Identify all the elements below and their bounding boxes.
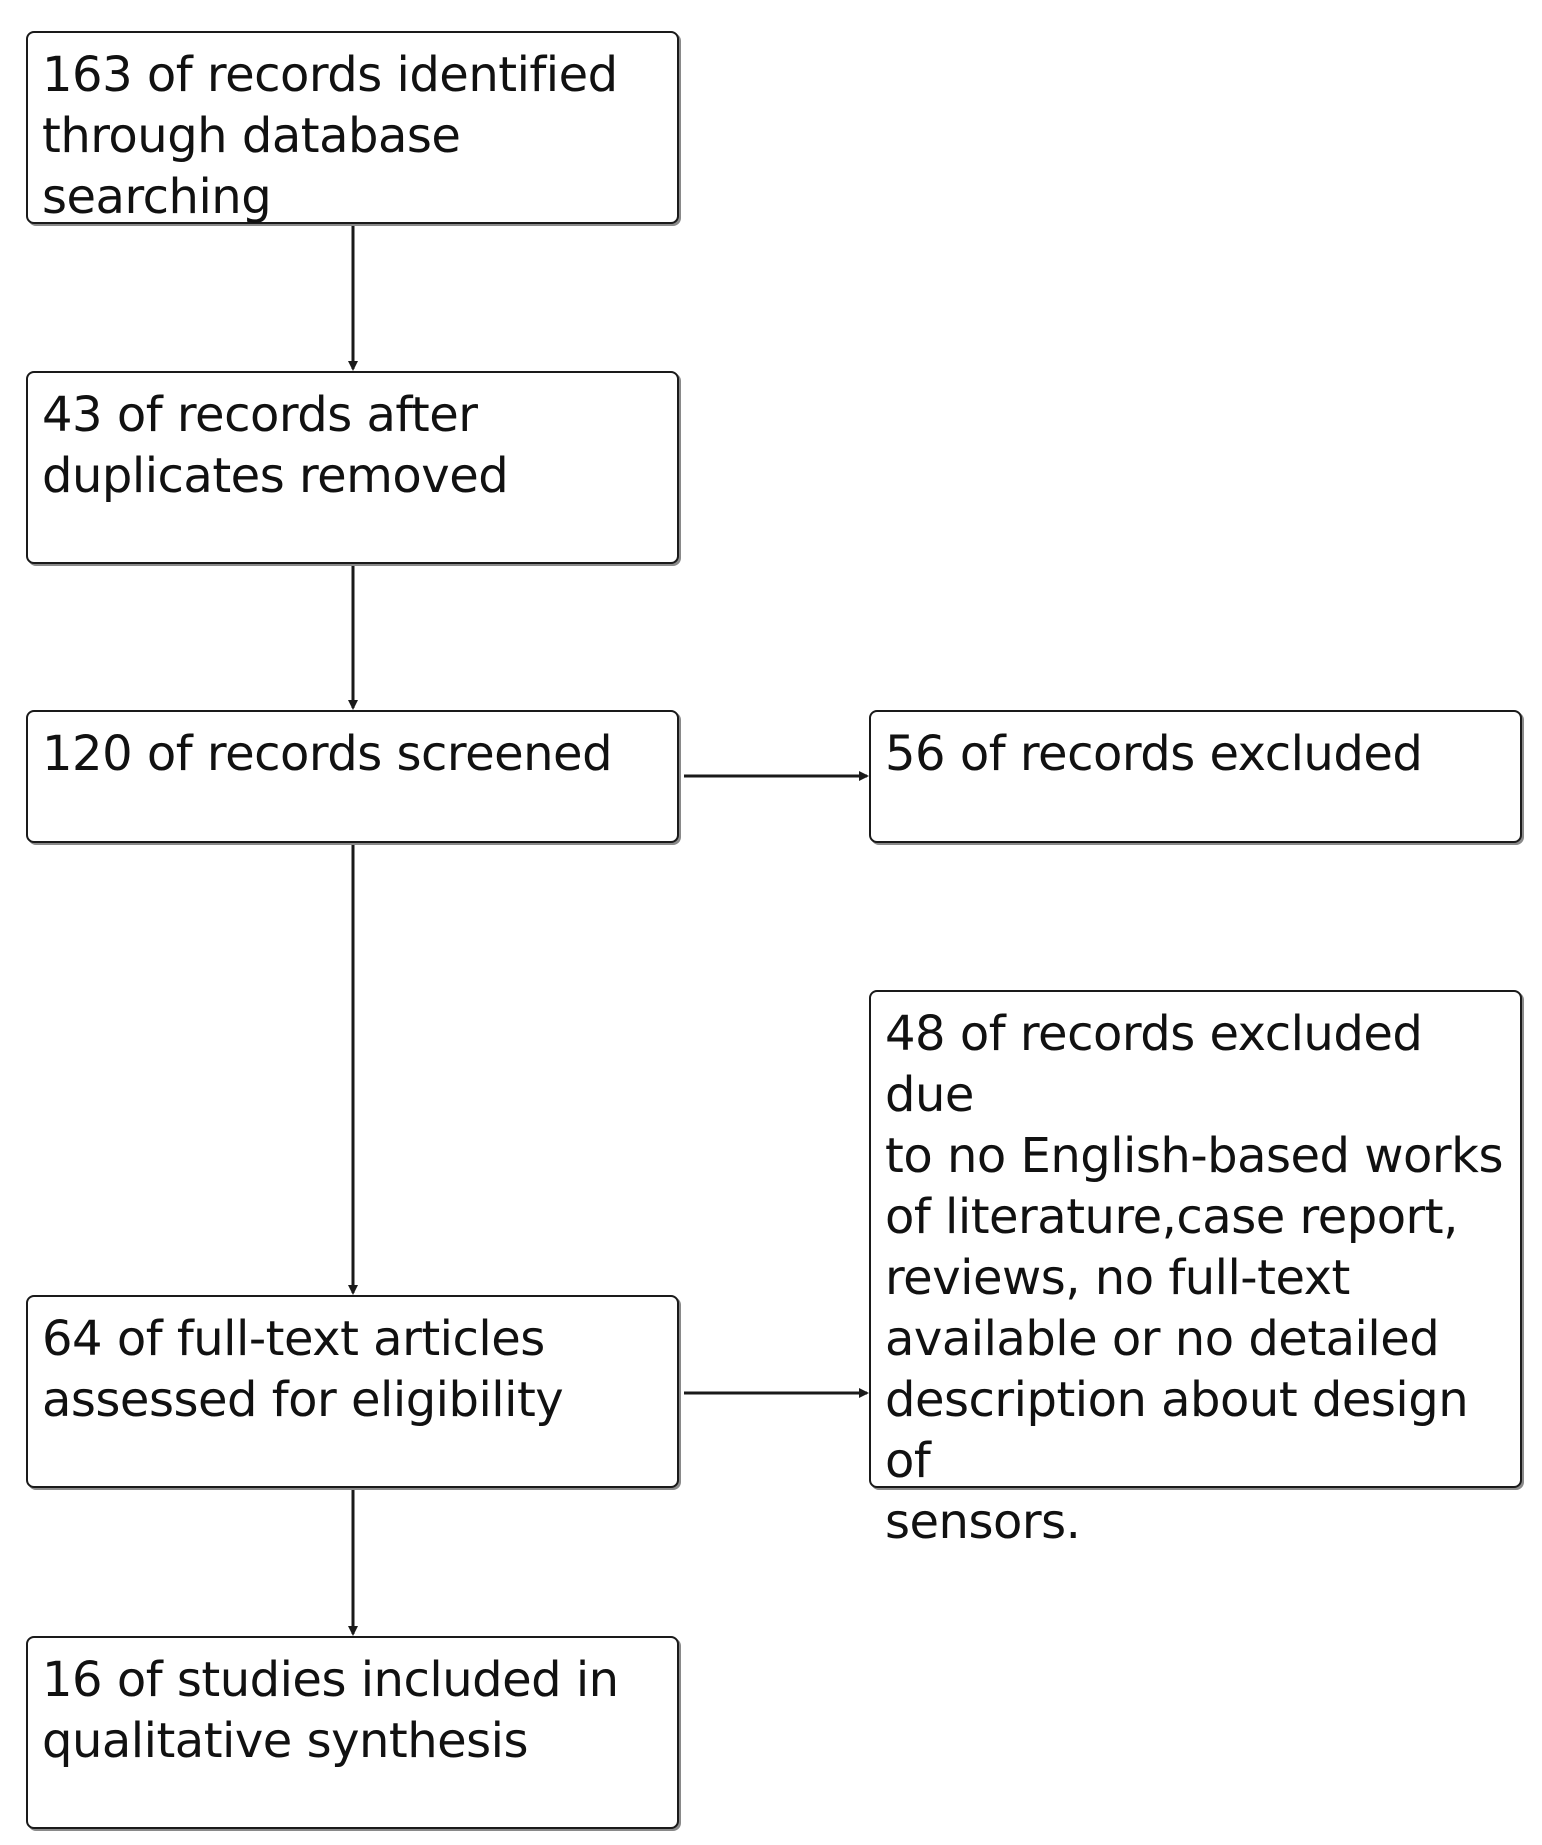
studies-included-box: 16 of studies included in qualitative sy…: [26, 1636, 679, 1829]
records-excluded-box: 56 of records excluded: [869, 710, 1522, 843]
records-screened-box: 120 of records screened: [26, 710, 679, 843]
records-identified-box: 163 of records identified through databa…: [26, 31, 679, 225]
fulltext-assessed-box: 64 of full-text articles assessed for el…: [26, 1295, 679, 1488]
duplicates-removed-box: 43 of records after duplicates removed: [26, 371, 679, 564]
excluded-reasons-box: 48 of records excluded due to no English…: [869, 990, 1522, 1550]
